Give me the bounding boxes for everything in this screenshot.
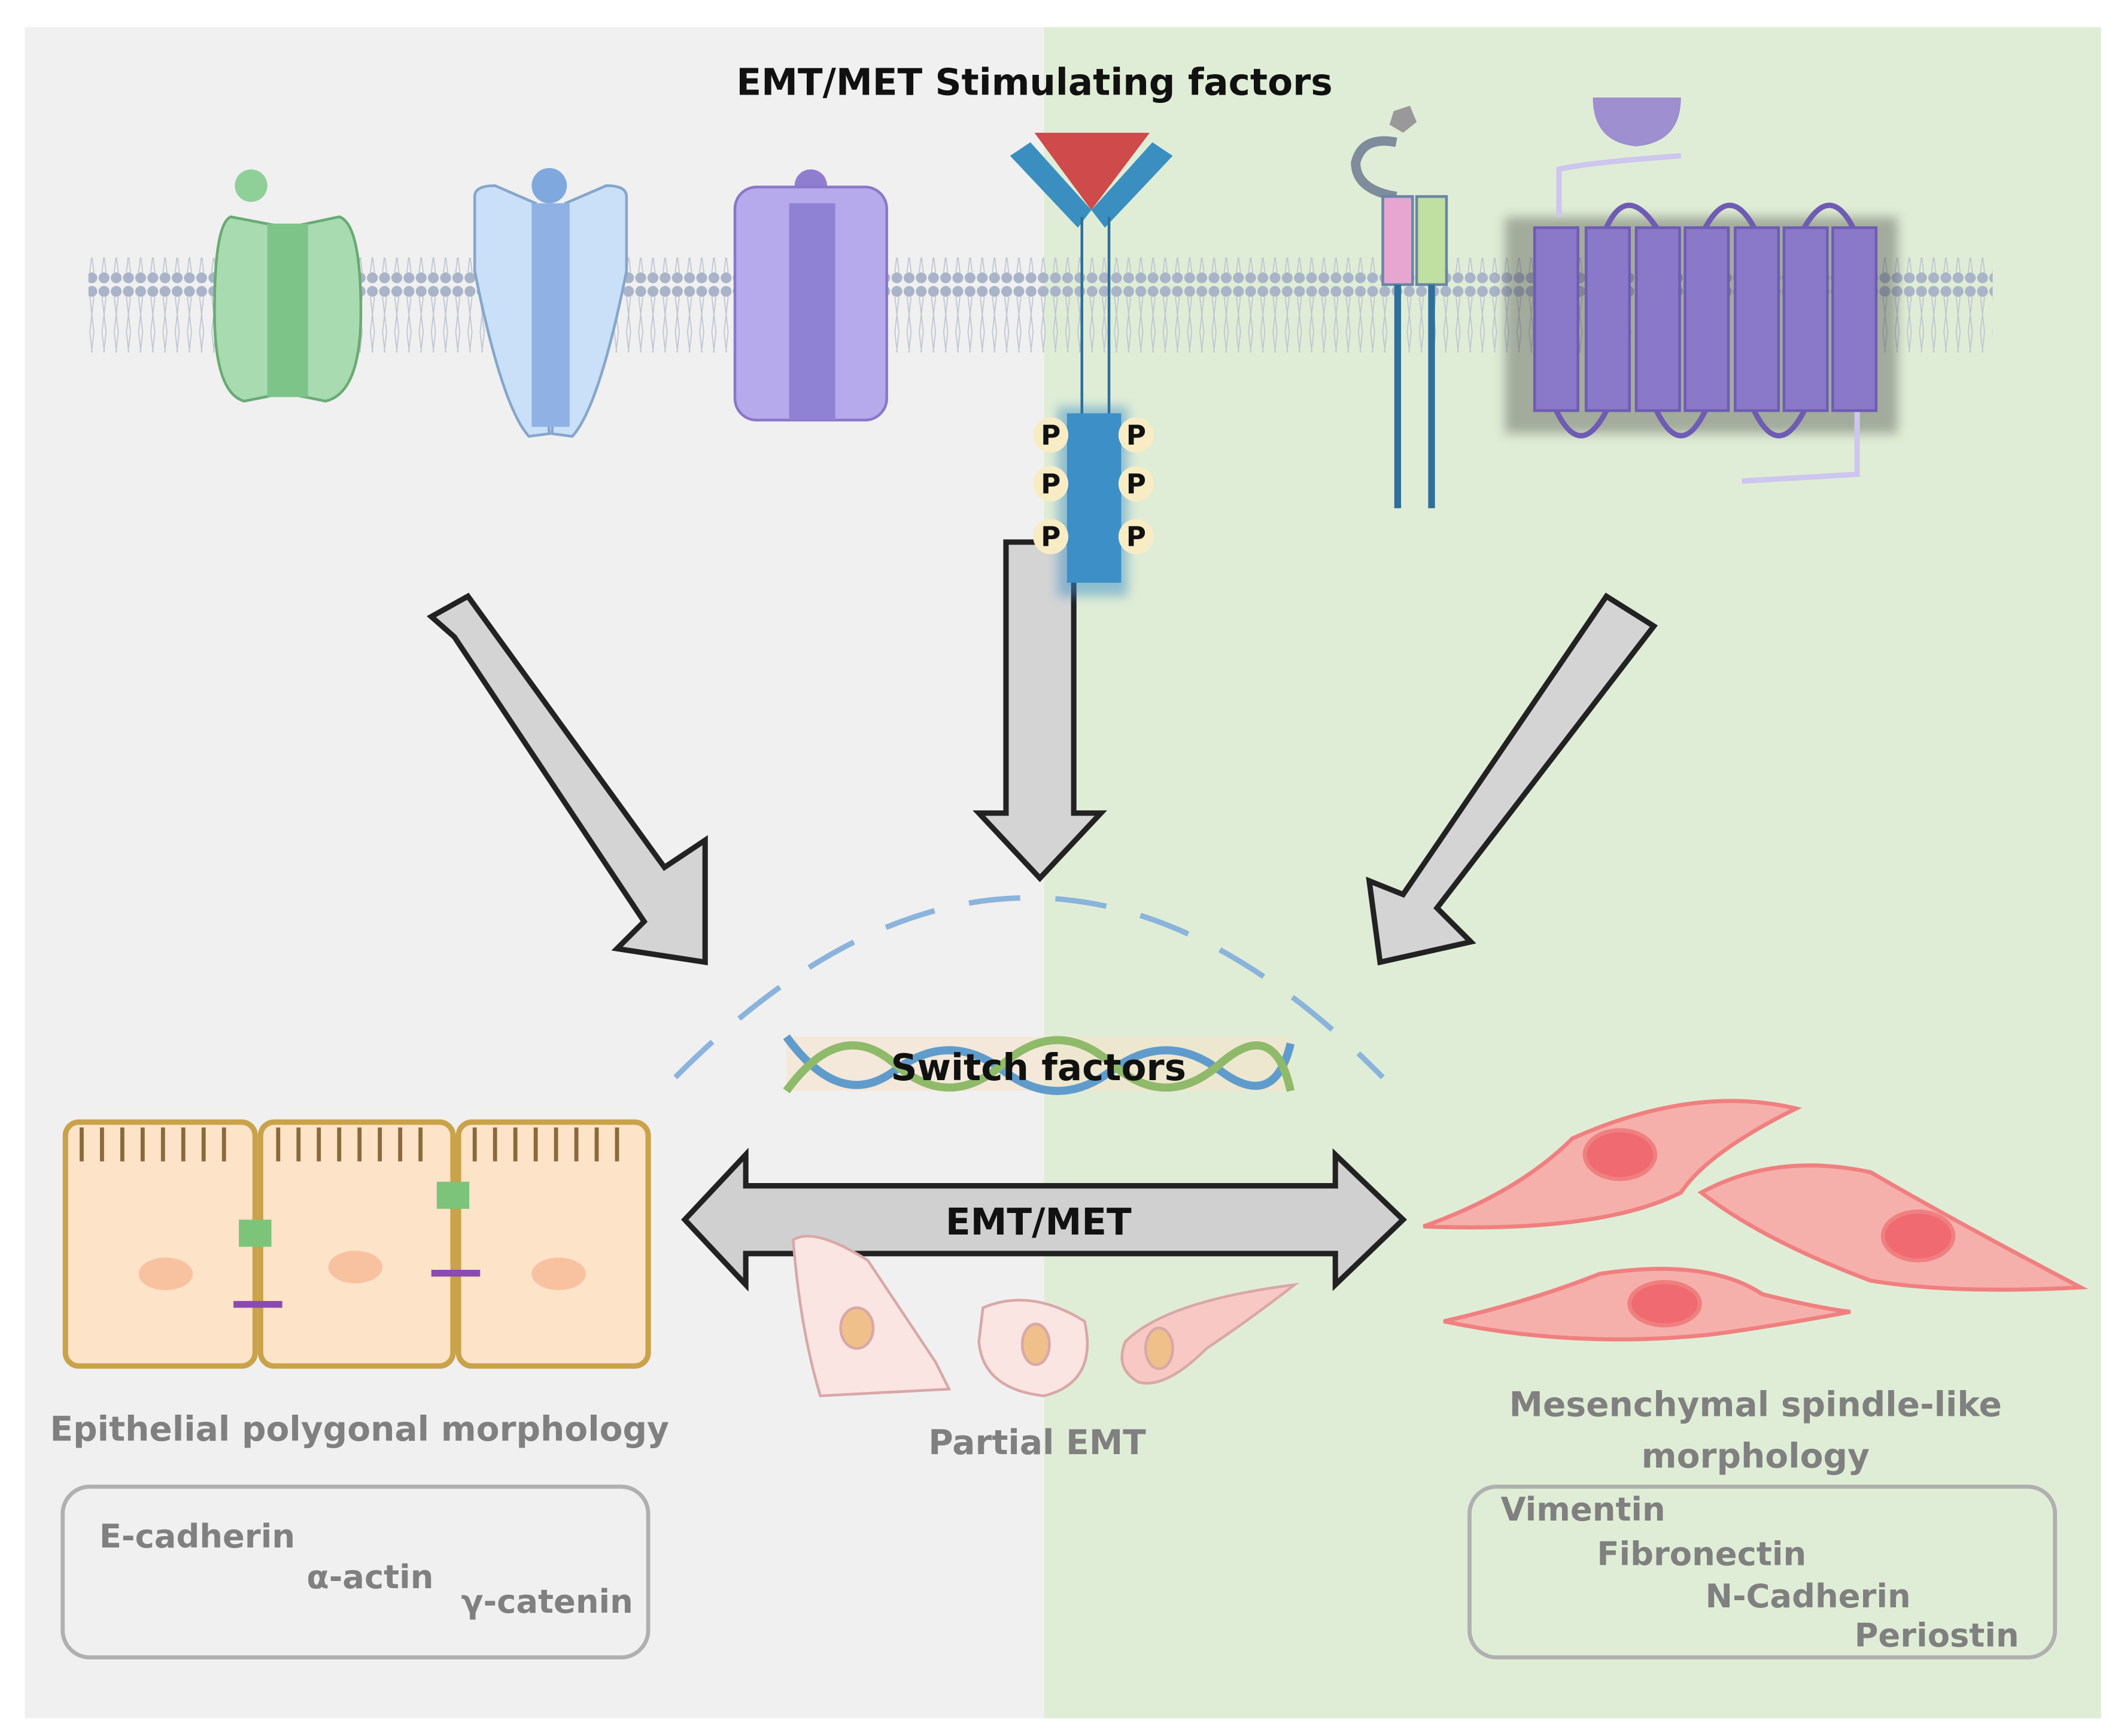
mesenchymal-marker-box xyxy=(1467,1484,2058,1660)
phosphate-label: P xyxy=(1041,468,1060,500)
phosphate-label: P xyxy=(1126,521,1146,553)
phosphate-label: P xyxy=(1041,419,1060,451)
integrin-receptor xyxy=(1351,105,1448,509)
marker-vimentin: Vimentin xyxy=(1501,1491,1666,1528)
mesenchymal-label-line1: Mesenchymal spindle-like xyxy=(1509,1385,2002,1425)
switch-factors-label: Switch factors xyxy=(891,1047,1187,1089)
marker-fibronectin: Fibronectin xyxy=(1597,1536,1806,1573)
phosphate-label: P xyxy=(1126,419,1146,451)
epithelial-marker-box xyxy=(60,1484,651,1660)
mesenchymal-label-line2: morphology xyxy=(1642,1437,1870,1476)
marker-alpha-actin: α-actin xyxy=(306,1558,433,1596)
epithelial-label: Epithelial polygonal morphology xyxy=(50,1409,668,1449)
dna-icon xyxy=(783,1034,1295,1095)
emt-met-double-arrow[interactable] xyxy=(681,1148,1408,1292)
green-channel xyxy=(213,169,363,403)
marker-n-cadherin: N-Cadherin xyxy=(1705,1577,1910,1615)
phosphate-icons: P P P P P P xyxy=(1033,417,1154,555)
purple-channel xyxy=(733,169,888,422)
arrow-right-down xyxy=(1366,592,1658,966)
blue-channel xyxy=(473,168,628,438)
title: EMT/MET Stimulating factors xyxy=(736,62,1332,104)
arrow-left-down xyxy=(426,592,708,966)
phosphate-label: P xyxy=(1126,468,1146,500)
mesenchymal-cells xyxy=(1423,1099,2089,1342)
phosphate-label: P xyxy=(1041,521,1060,553)
partial-emt-label: Partial EMT xyxy=(928,1423,1146,1463)
gpcr-receptor xyxy=(1505,98,1898,484)
marker-gamma-catenin: γ-catenin xyxy=(461,1583,633,1621)
receptor-kinase: P P P P P P xyxy=(1010,132,1173,597)
epithelial-cells xyxy=(62,1119,651,1369)
partial-emt-cells xyxy=(792,1235,1300,1397)
marker-periostin: Periostin xyxy=(1855,1617,2019,1655)
marker-e-cadherin: E-cadherin xyxy=(99,1518,295,1555)
emt-met-label: EMT/MET xyxy=(946,1201,1132,1244)
